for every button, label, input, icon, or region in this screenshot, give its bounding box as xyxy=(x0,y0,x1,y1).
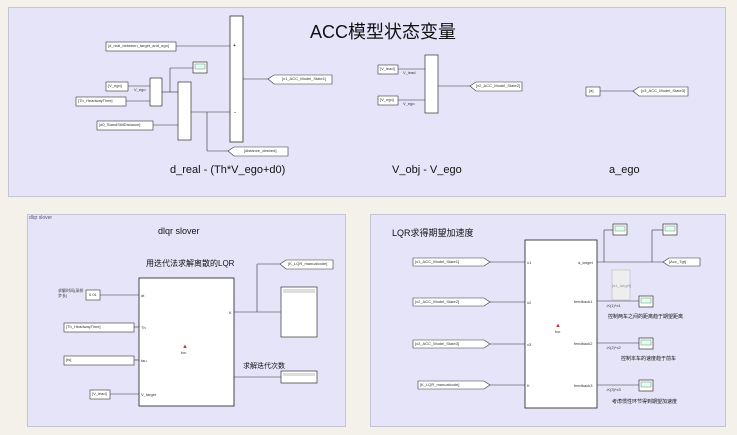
dlqr-solver-area xyxy=(27,214,346,427)
dlqr-k-out-label: [K_LQR_manualcode] xyxy=(288,261,328,266)
dlqr-in-th: Th xyxy=(141,325,146,330)
v-lead-label: [V_lead] xyxy=(380,66,395,71)
v-ego-label-2: [V_ego] xyxy=(380,97,394,102)
lqr-note-3: 考虑惯性环节得到期望加速度 xyxy=(612,399,678,405)
lqr-in-x3: x3 xyxy=(527,342,532,347)
lqr-k-label: [K_LQR_manualcode] xyxy=(420,382,460,387)
caption-distance-error: d_real - (Th*V_ego+d0) xyxy=(170,164,286,176)
lqr-gain-2: -K(2)*x2 xyxy=(606,345,621,350)
lqr-note-2: 控制本车的速度趋于前车 xyxy=(621,356,677,362)
state-variables-area xyxy=(8,7,726,197)
th-label: [Th_HeadwayTime] xyxy=(78,98,113,103)
lqr-scope-label: [a1_target] xyxy=(612,283,632,288)
state-variables-title: ACC模型状态变量 xyxy=(310,22,457,42)
caption-velocity-error: V_obj - V_ego xyxy=(392,164,462,176)
lqr-out-a-target: a_target xyxy=(578,260,593,265)
x2-label: [x2_ACC_Model_State2] xyxy=(476,83,521,88)
lqr-gain-1: -K(1)*x1 xyxy=(606,303,621,308)
caption-acceleration: a_ego xyxy=(609,164,640,176)
lqr-in-x2: x2 xyxy=(527,300,532,305)
v-ego-label: [V_ego] xyxy=(108,83,122,88)
v-ego-port-1: V_ego xyxy=(134,87,146,92)
dlqr-in-dt: dt xyxy=(141,293,145,298)
lqr-out-fb1: feedback1 xyxy=(574,299,593,304)
lqr-acc-tgt-label: [Acc_Tgt] xyxy=(669,259,686,264)
lqr-gain-3: -K(3)*x3 xyxy=(606,387,621,392)
dlqr-fcn-label: fcn xyxy=(181,350,187,355)
lqr-out-fb2: feedback2 xyxy=(574,341,593,346)
v-ego-port: V_ego xyxy=(403,101,415,106)
lqr-acceleration-area xyxy=(370,214,726,427)
d-real-label: [d_real_between_target_and_ego] xyxy=(108,43,169,48)
const-label: 求解时间(采样步长) xyxy=(58,288,84,298)
d0-label: [d0_StandStillDistance] xyxy=(99,122,141,127)
a-label: [a] xyxy=(589,88,594,93)
lqr-fcn-label: fcn xyxy=(555,329,561,334)
dlqr-area-label: dlqr slover xyxy=(29,215,53,221)
x1-label: [x1_ACC_Model_State1] xyxy=(282,76,327,81)
dlqr-iter-label: 求解迭代次数 xyxy=(243,363,285,370)
lqr-note-1: 控制两车之间的距离趋于期望距离 xyxy=(608,314,684,320)
dlqr-in-vtarget: V_target xyxy=(141,392,157,397)
lqr-x1-label: [x1_ACC_Model_State1] xyxy=(415,259,460,264)
dlqr-in-tau: tau xyxy=(141,358,147,363)
dlqr-th-label: [Th_HeadwayTime] xyxy=(66,324,101,329)
dlqr-out-k: K xyxy=(229,310,232,315)
lqr-in-k: K xyxy=(527,383,530,388)
dlqr-title: dlqr slover xyxy=(158,226,200,236)
lqr-x3-label: [x3_ACC_Model_State3] xyxy=(415,341,460,346)
lqr-out-fb3: feedback3 xyxy=(574,383,593,388)
x3-label: [x3_ACC_Model_State3] xyxy=(641,88,686,93)
dlqr-subtitle: 用迭代法求解离散的LQR xyxy=(146,259,235,268)
v-lead-port: V_lead xyxy=(403,70,416,75)
lqr-in-x1: x1 xyxy=(527,260,532,265)
distance-desired-label: [distance_desired] xyxy=(244,148,277,153)
dlqr-v-lead-label: [V_lead] xyxy=(92,391,107,396)
const-value: 0.01 xyxy=(89,292,97,297)
dlqr-ts-label: [ts] xyxy=(66,357,72,362)
lqr-x2-label: [x2_ACC_Model_State2] xyxy=(415,299,460,304)
lqr-title: LQR求得期望加速度 xyxy=(392,228,474,238)
